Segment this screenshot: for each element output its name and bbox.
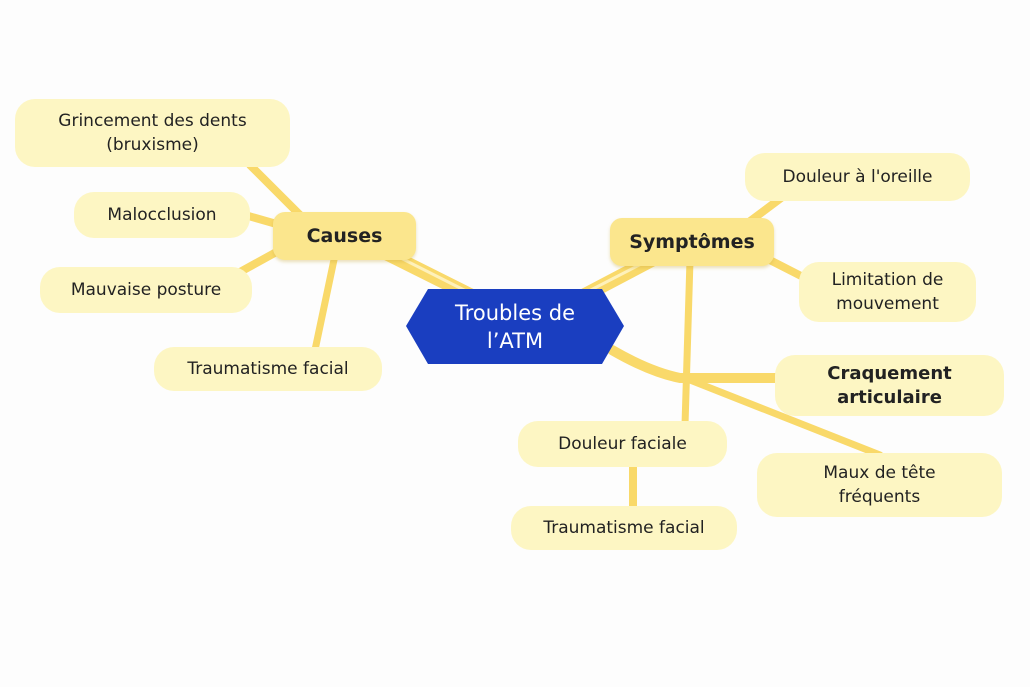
node-douleur-faciale[interactable]: Douleur faciale bbox=[518, 421, 727, 467]
node-douleur-faciale-label: Douleur faciale bbox=[558, 434, 687, 454]
node-malocclusion-label: Malocclusion bbox=[107, 205, 217, 225]
connector-causes-traumatisme bbox=[311, 251, 339, 354]
node-malocclusion[interactable]: Malocclusion bbox=[74, 192, 250, 238]
branch-causes[interactable]: Causes bbox=[273, 212, 416, 260]
node-traumatisme-facial-symptomes[interactable]: Traumatisme facial bbox=[511, 506, 737, 550]
node-bruxisme[interactable]: Grincement des dents (bruxisme) bbox=[15, 99, 290, 167]
node-craquement-articulaire-label: Craquement articulaire bbox=[827, 362, 952, 408]
node-bruxisme-label: Grincement des dents (bruxisme) bbox=[58, 111, 247, 155]
node-douleur-oreille-label: Douleur à l'oreille bbox=[782, 167, 933, 187]
node-douleur-oreille[interactable]: Douleur à l'oreille bbox=[745, 153, 970, 201]
branch-causes-label: Causes bbox=[306, 225, 383, 247]
connector-root-maux bbox=[686, 376, 884, 459]
node-maux-de-tete-label: Maux de tête fréquents bbox=[823, 463, 936, 507]
node-limitation-mouvement-label: Limitation de mouvement bbox=[831, 270, 944, 314]
root-hexagon-shape bbox=[406, 289, 624, 364]
node-craquement-articulaire[interactable]: Craquement articulaire bbox=[775, 355, 1004, 416]
connector-causes-bruxisme bbox=[246, 161, 309, 224]
node-mauvaise-posture-label: Mauvaise posture bbox=[70, 280, 222, 300]
node-limitation-mouvement[interactable]: Limitation de mouvement bbox=[799, 262, 976, 322]
node-mauvaise-posture[interactable]: Mauvaise posture bbox=[40, 267, 252, 313]
branch-symptomes-label: Symptômes bbox=[629, 231, 755, 253]
root-node[interactable]: Troubles de l’ATM bbox=[406, 289, 624, 364]
node-maux-de-tete[interactable]: Maux de tête fréquents bbox=[757, 453, 1002, 517]
node-traumatisme-facial-causes[interactable]: Traumatisme facial bbox=[154, 347, 382, 391]
root-label: Troubles de l’ATM bbox=[454, 300, 576, 353]
node-traumatisme-facial-causes-label: Traumatisme facial bbox=[187, 359, 349, 379]
branch-symptomes[interactable]: Symptômes bbox=[610, 218, 774, 266]
connector-causes-posture bbox=[236, 246, 284, 276]
connector-root-craquement bbox=[607, 345, 785, 383]
connector-symptomes-douleur-faciale bbox=[681, 256, 694, 429]
node-traumatisme-facial-symptomes-label: Traumatisme facial bbox=[543, 518, 705, 538]
